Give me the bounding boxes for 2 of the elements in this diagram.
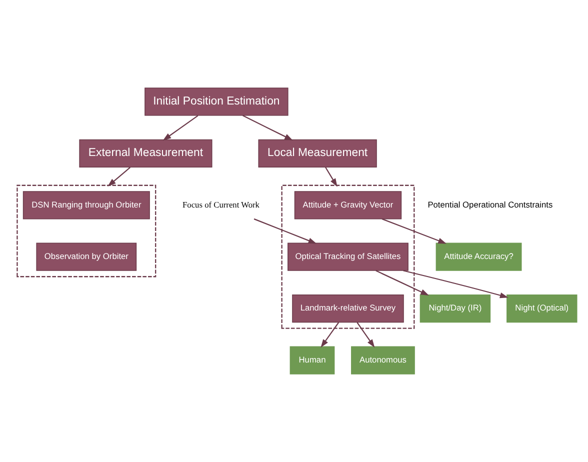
label: Potential Operational Contstraints: [428, 199, 553, 210]
node-text: Focus of Current Work: [182, 200, 260, 210]
